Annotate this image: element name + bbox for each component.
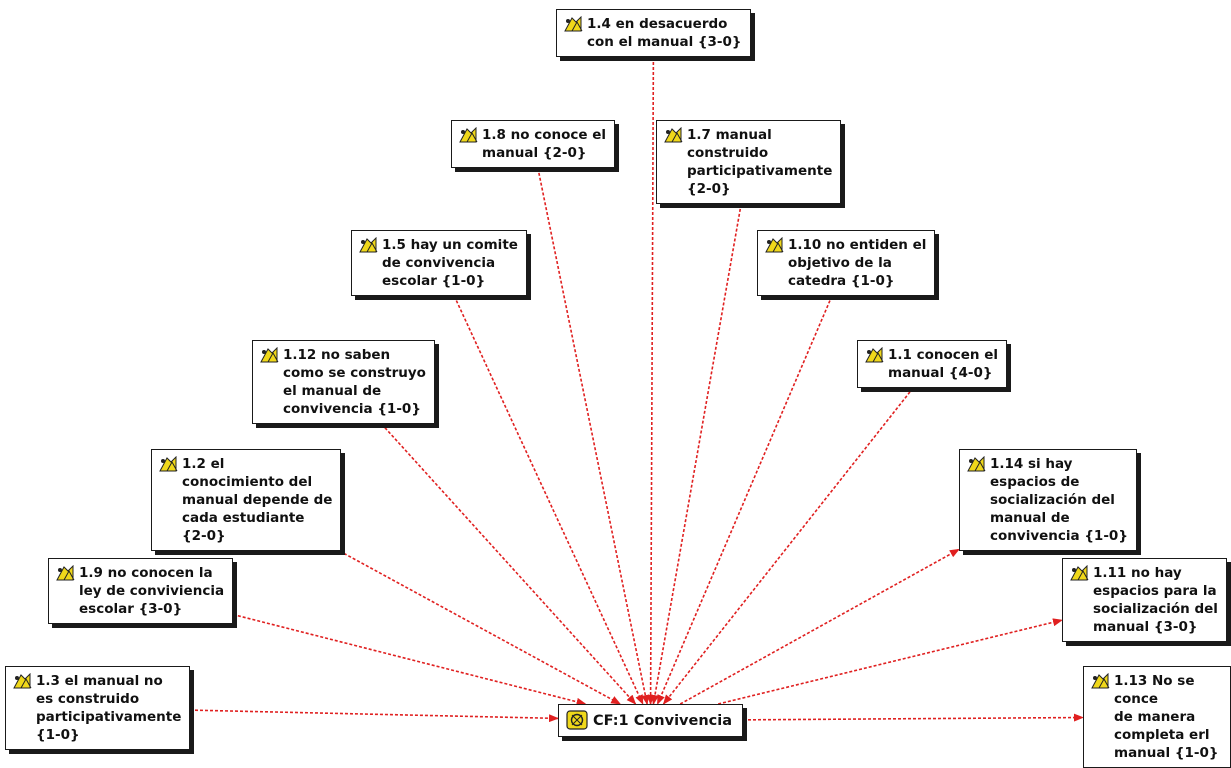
code-icon <box>1070 565 1089 581</box>
code-icon <box>13 673 32 689</box>
edge-c15-center <box>453 295 644 705</box>
edge-c19-center <box>232 613 587 706</box>
code-label: 1.2 el conocimiento del manual depende d… <box>182 456 333 544</box>
edge-center-c113 <box>742 713 1084 722</box>
code-label: 1.9 no conocen la ley de conviviencia es… <box>79 565 225 617</box>
code-icon <box>664 127 683 143</box>
code-icon <box>967 456 986 472</box>
code-icon <box>1091 673 1110 689</box>
code-label: 1.10 no entiden el objetivo de la catedr… <box>788 237 927 289</box>
code-label: 1.1 conocen el manual {4-0} <box>888 347 999 381</box>
code-label: 1.8 no conoce el manual {2-0} <box>482 127 607 161</box>
code-icon <box>359 237 378 253</box>
code-node-1-3[interactable]: 1.3 el manual no es construido participa… <box>5 666 191 750</box>
code-icon <box>159 456 178 472</box>
code-label: 1.7 manual construido participativamente… <box>687 127 833 197</box>
code-node-1-9[interactable]: 1.9 no conocen la ley de conviviencia es… <box>48 558 234 624</box>
code-node-1-10[interactable]: 1.10 no entiden el objetivo de la catedr… <box>757 230 936 296</box>
edge-c110-center <box>656 295 833 705</box>
code-label: 1.4 en desacuerdo con el manual {3-0} <box>587 16 742 50</box>
edge-c13-center <box>189 709 559 723</box>
code-icon <box>865 347 884 363</box>
edge-c11-center <box>662 387 914 705</box>
code-node-1-2[interactable]: 1.2 el conocimiento del manual depende d… <box>151 449 342 551</box>
edge-center-c111 <box>717 618 1063 705</box>
edge-center-c114 <box>679 548 960 705</box>
code-node-1-4[interactable]: 1.4 en desacuerdo con el manual {3-0} <box>556 9 751 57</box>
edge-c112-center <box>380 423 637 705</box>
code-label: 1.11 no hay espacios para la socializaci… <box>1093 565 1218 635</box>
code-node-1-1[interactable]: 1.1 conocen el manual {4-0} <box>857 340 1008 388</box>
code-icon <box>564 16 583 32</box>
code-icon <box>459 127 478 143</box>
code-family-node[interactable]: CF:1 Convivencia <box>558 704 743 737</box>
edge-c18-center <box>537 167 650 705</box>
code-label: 1.13 No se conce de manera completa erl … <box>1114 673 1219 761</box>
code-label: 1.14 si hay espacios de socialización de… <box>990 456 1128 544</box>
code-family-icon <box>566 710 588 730</box>
code-node-1-14[interactable]: 1.14 si hay espacios de socialización de… <box>959 449 1137 551</box>
edge-c17-center <box>651 203 742 705</box>
code-node-1-7[interactable]: 1.7 manual construido participativamente… <box>656 120 842 204</box>
code-node-1-8[interactable]: 1.8 no conoce el manual {2-0} <box>451 120 616 168</box>
code-icon <box>56 565 75 581</box>
code-node-1-13[interactable]: 1.13 No se conce de manera completa erl … <box>1083 666 1231 768</box>
edge-c12-center <box>339 550 622 705</box>
code-label: 1.5 hay un comite de convivencia escolar… <box>382 237 518 289</box>
code-node-1-11[interactable]: 1.11 no hay espacios para la socializaci… <box>1062 558 1227 642</box>
edge-c14-center <box>646 56 655 705</box>
code-icon <box>765 237 784 253</box>
code-family-label: CF:1 Convivencia <box>593 713 732 729</box>
code-label: 1.12 no saben como se construyo el manua… <box>283 347 426 417</box>
code-icon <box>260 347 279 363</box>
code-label: 1.3 el manual no es construido participa… <box>36 673 182 743</box>
code-node-1-5[interactable]: 1.5 hay un comite de convivencia escolar… <box>351 230 527 296</box>
code-node-1-12[interactable]: 1.12 no saben como se construyo el manua… <box>252 340 435 424</box>
